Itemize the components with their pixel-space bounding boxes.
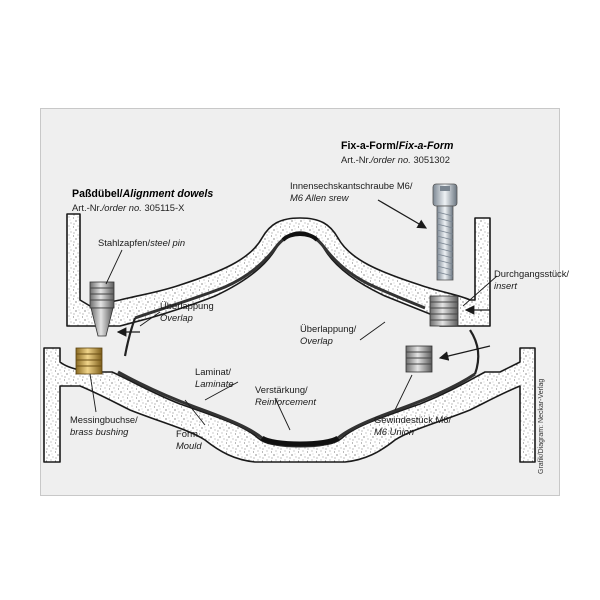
label-allen-screw: Innensechskantschraube M6/M6 Allen srew (290, 180, 413, 203)
label-union: Gewindestück M6/M6 Union (374, 414, 452, 437)
leader-overlap-left (139, 311, 161, 327)
label-insert: Durchgangsstück/insert (494, 268, 570, 291)
leader-overlap-right (359, 321, 386, 341)
arrow-screw (377, 199, 428, 229)
label-laminate: Laminat/Laminate (195, 366, 234, 389)
fix-a-form-order: Art.-Nr./order no. 3051302 (341, 154, 450, 165)
arrow-union (438, 345, 491, 361)
leader-brass-bushing (89, 373, 97, 413)
upper-mould-half (66, 213, 491, 327)
lower-reinforcement (260, 435, 340, 447)
leader-union (394, 374, 413, 411)
leader-insert (462, 275, 498, 307)
allen-screw (432, 183, 458, 281)
steel-pin (89, 281, 115, 337)
label-brass-bushing: Messingbuchse/brass bushing (70, 414, 138, 437)
fix-a-form-title: Fix-a-Form/Fix-a-Form (341, 140, 454, 152)
credit: Grafik/Diagram: Neckar-Verlag (538, 378, 545, 474)
overlap-left-flap (123, 317, 137, 357)
insert (429, 295, 459, 327)
label-overlap-right: Überlappung/Overlap (300, 323, 357, 346)
leader-steel-pin (105, 249, 123, 285)
overlap-right-flap (469, 329, 480, 375)
leader-laminate (204, 381, 239, 401)
leader-mould (184, 399, 206, 426)
m6-union (405, 345, 433, 373)
label-reinforcement: Verstärkung/Reinforcement (255, 384, 316, 407)
lower-mould-half (43, 347, 536, 463)
alignment-dowels-order: Art.-Nr./order no. 305115-X (72, 202, 185, 213)
leader-reinforcement (274, 397, 291, 431)
label-steel-pin: Stahlzapfen/steel pin (98, 237, 186, 248)
alignment-dowels-title: Paßdübel/Alignment dowels (72, 188, 214, 200)
brass-bushing (75, 347, 103, 375)
upper-reinforcement (281, 232, 319, 242)
